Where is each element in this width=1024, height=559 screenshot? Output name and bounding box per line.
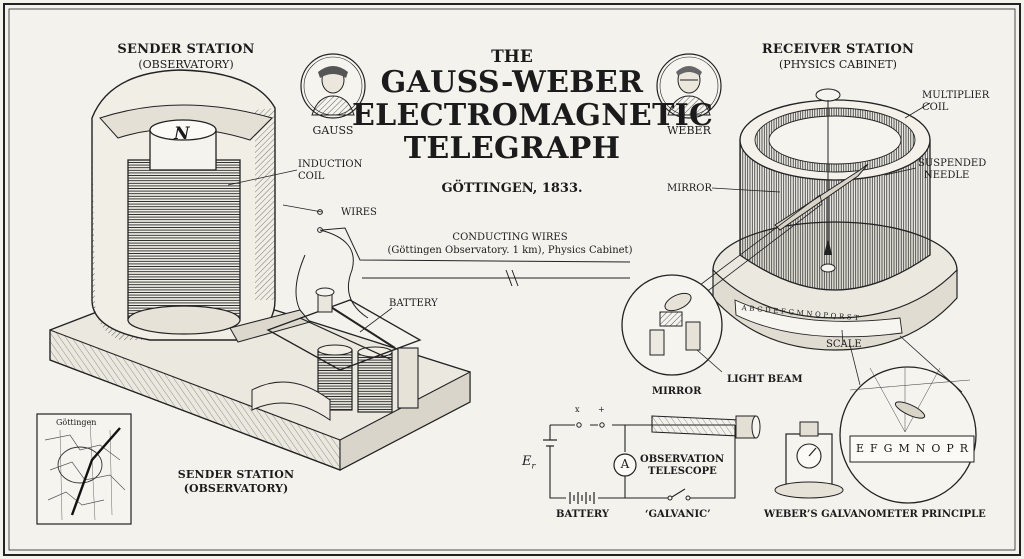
zoom-scale-letter: P xyxy=(946,442,960,455)
zoom-scale-letter: R xyxy=(959,442,975,455)
zoom-scale-letter: E xyxy=(856,442,871,455)
mirror-inset xyxy=(621,274,723,376)
sender-bottom-subheading: (OBSERVATORY) xyxy=(183,482,289,495)
conducting-wires-detail: (Göttingen Observatory. 1 km), Physics C… xyxy=(387,245,633,256)
galvanic-label: ‘GALVANIC’ xyxy=(645,509,711,520)
telescope-label-2: TELESCOPE xyxy=(648,466,717,477)
mirror-inset-label: MIRROR xyxy=(652,386,702,397)
switch-b-label: + xyxy=(598,405,605,414)
map-inset xyxy=(36,413,132,525)
galvanometer-diagram xyxy=(774,421,844,499)
scale-letter: T xyxy=(853,313,862,323)
wires-label: WIRES xyxy=(341,207,377,218)
suspended-needle-label-2: NEEDLE xyxy=(924,170,970,181)
circuit-battery-label: BATTERY xyxy=(556,509,609,520)
induction-coil-label-1: INDUCTION xyxy=(298,159,363,170)
sender-apparatus xyxy=(49,69,471,471)
weber-portrait xyxy=(656,53,722,119)
conducting-wires-title: CONDUCTING WIRES xyxy=(452,232,568,243)
switch-a-label: x xyxy=(575,405,580,414)
map-city-label: Göttingen xyxy=(56,418,97,427)
magnet-n-label: N xyxy=(174,124,190,144)
scale-zoom-inset xyxy=(839,335,977,504)
title-line-3: TELEGRAPH xyxy=(403,131,621,166)
receiver-subheading: (PHYSICS CABINET) xyxy=(779,58,897,71)
emf-label: Er xyxy=(522,454,535,471)
suspended-needle-label-1: SUSPENDED xyxy=(918,158,987,169)
zoom-scale-letter: N xyxy=(915,442,932,455)
circuit-diagram xyxy=(543,415,761,504)
gauss-caption: GAUSS xyxy=(312,124,354,137)
galvanometer-label: WEBER’S GALVANOMETER PRINCIPLE xyxy=(764,509,986,520)
scale-band xyxy=(734,299,903,338)
receiver-apparatus xyxy=(712,88,958,351)
zoom-scale-letter: O xyxy=(931,442,947,455)
receiver-heading: RECEIVER STATION xyxy=(761,42,915,57)
emf-symbol: E xyxy=(522,454,532,469)
zoom-scale-letter: F xyxy=(870,442,884,455)
conducting-wires xyxy=(321,227,631,287)
ammeter-symbol: A xyxy=(620,457,630,471)
zoom-scale-letter: M xyxy=(898,442,916,455)
title-prefix: THE xyxy=(491,47,533,67)
weber-caption: WEBER xyxy=(667,124,711,137)
emf-subscript: r xyxy=(531,461,536,471)
telescope-label-1: OBSERVATION xyxy=(640,454,725,465)
title-line-2: ELECTROMAGNETIC xyxy=(352,98,714,133)
title-line-1: GAUSS-WEBER xyxy=(380,65,644,100)
mirror-label: MIRROR xyxy=(667,183,712,194)
zoom-scale-letter: G xyxy=(883,442,899,455)
gauss-portrait xyxy=(300,53,366,119)
sender-subheading: (OBSERVATORY) xyxy=(138,58,234,71)
zoom-scale-letters: EFGMNOPR xyxy=(856,442,974,455)
induction-coil-label-2: COIL xyxy=(298,171,325,182)
light-beam-label: LIGHT BEAM xyxy=(727,374,803,385)
scale-label: SCALE xyxy=(826,339,862,350)
sender-bottom-heading: SENDER STATION xyxy=(177,468,295,481)
multiplier-coil-label-1: MULTIPLIER xyxy=(922,90,990,101)
multiplier-coil-label-2: COIL xyxy=(922,102,949,113)
place-date: GÖTTINGEN, 1833. xyxy=(441,181,583,196)
battery-label: BATTERY xyxy=(389,298,438,309)
sender-heading: SENDER STATION xyxy=(117,42,255,57)
